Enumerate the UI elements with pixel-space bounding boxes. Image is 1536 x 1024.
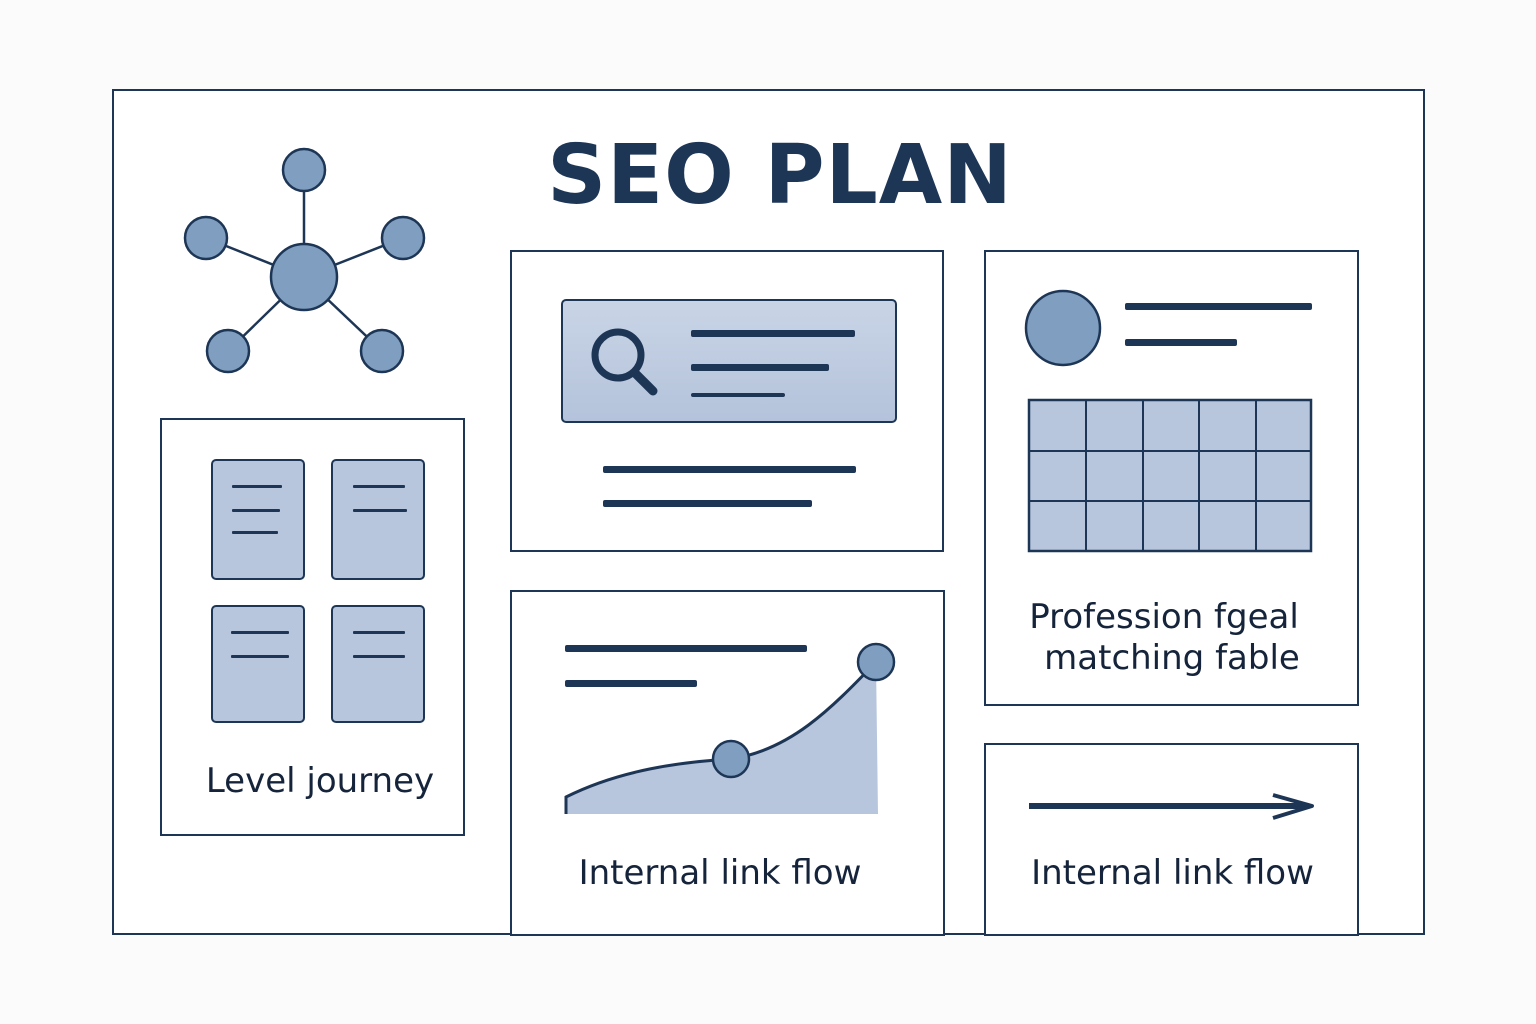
search-icon <box>591 328 658 396</box>
matching-grid <box>1027 398 1313 553</box>
search-result-line <box>691 330 855 337</box>
link-flow-arrow-label: Internal link flow <box>1031 853 1314 893</box>
link-flow-arrow-panel <box>984 743 1359 936</box>
document-icon <box>211 459 305 580</box>
level-journey-label: Level journey <box>205 761 435 801</box>
matching-table-label-line2: matching fable <box>1044 638 1300 678</box>
text-line <box>603 466 856 473</box>
search-bar <box>561 299 897 423</box>
profile-line <box>1125 339 1237 346</box>
text-line <box>603 500 812 507</box>
search-result-line <box>691 393 785 397</box>
avatar-icon <box>1024 289 1102 367</box>
chart-header-line <box>565 645 807 652</box>
document-icon <box>331 605 425 723</box>
chart-header-line <box>565 680 697 687</box>
document-icon <box>331 459 425 580</box>
network-hub-icon <box>183 147 426 374</box>
matching-table-label-line1: Profession fgeal <box>1029 597 1299 637</box>
document-icon <box>211 605 305 723</box>
link-flow-chart-label: Internal link flow <box>578 853 862 893</box>
page-title: SEO PLAN <box>547 128 1013 223</box>
search-result-line <box>691 364 829 371</box>
arrow-right-icon <box>1029 793 1314 820</box>
growth-curve <box>564 642 896 814</box>
profile-line <box>1125 303 1312 310</box>
